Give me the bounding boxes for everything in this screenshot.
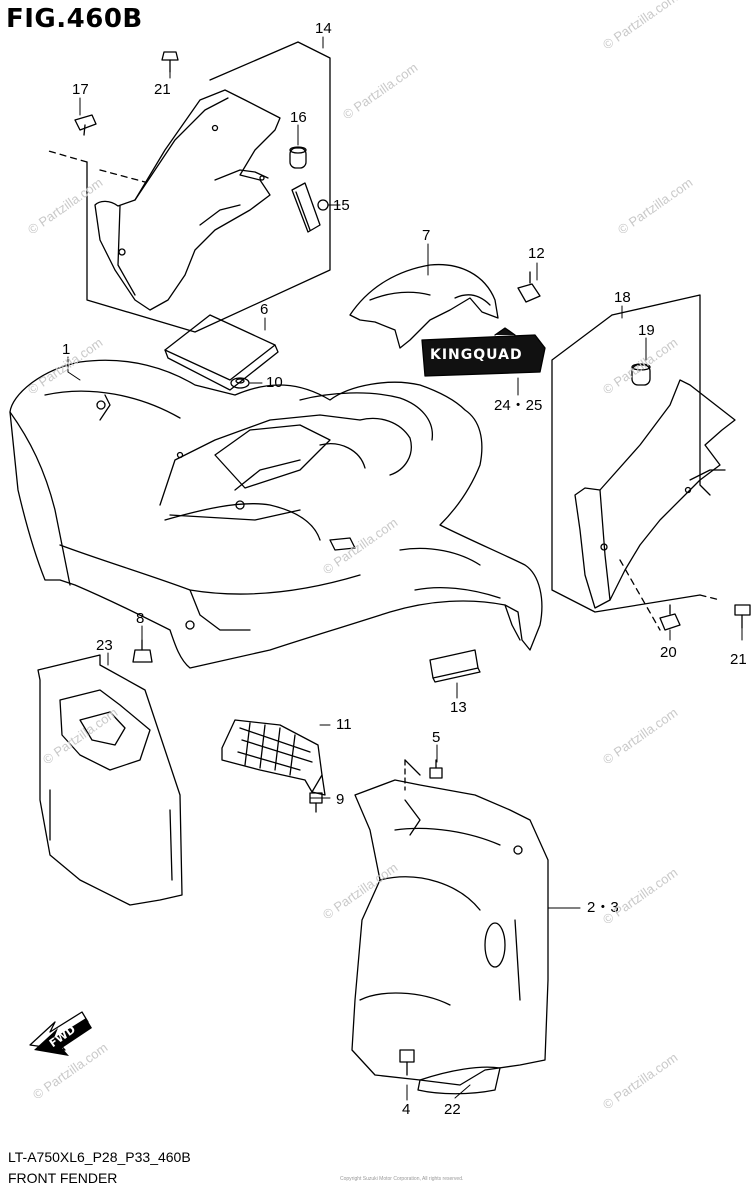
- part-4-bolt: [399, 1049, 415, 1076]
- panel-group-box-18: [551, 294, 721, 631]
- part-12-clip: [517, 271, 541, 303]
- callout-14[interactable]: 14: [315, 20, 332, 37]
- callout-1[interactable]: 1: [62, 341, 71, 358]
- callout-22[interactable]: 22: [444, 1101, 461, 1118]
- part-19-grommet: [631, 363, 651, 386]
- part-18-inner-panel-right: [574, 379, 736, 609]
- callout-8[interactable]: 8: [136, 610, 145, 627]
- copyright-note: Copyright Suzuki Motor Corporation, All …: [340, 1176, 464, 1182]
- part-11-grille: [221, 719, 326, 796]
- callout-20[interactable]: 20: [660, 644, 677, 661]
- part-14-inner-panel-left: [94, 89, 281, 311]
- callout-15[interactable]: 15: [333, 197, 350, 214]
- callout-18[interactable]: 18: [614, 289, 631, 306]
- part-9-screw: [309, 792, 323, 813]
- part-2-3-mud-flap: [351, 779, 549, 1086]
- part-23-mud-guard: [37, 654, 183, 906]
- part-13-pad: [429, 649, 481, 683]
- callout-2-3[interactable]: 2・3: [587, 899, 619, 916]
- callout-16[interactable]: 16: [290, 109, 307, 126]
- part-21-screw-top: [161, 51, 179, 73]
- fwd-arrow-shape: [29, 1011, 92, 1056]
- section-name: FRONT FENDER: [8, 1170, 118, 1186]
- model-code: LT-A750XL6_P28_P33_460B: [8, 1149, 191, 1165]
- part-17-clip: [74, 114, 97, 136]
- callout-7[interactable]: 7: [422, 227, 431, 244]
- part-15-washer: [317, 199, 329, 211]
- kingquad-logo-text: KINGQUAD: [430, 347, 523, 363]
- part-8-bolt: [132, 639, 153, 663]
- figure-title: FIG.460B: [6, 4, 143, 34]
- panel-group-box-14: [44, 41, 331, 333]
- callout-21-right[interactable]: 21: [730, 651, 747, 668]
- callout-17[interactable]: 17: [72, 81, 89, 98]
- part-16-grommet: [289, 146, 307, 169]
- part-7-cover: [349, 263, 499, 349]
- callout-23[interactable]: 23: [96, 637, 113, 654]
- callout-10[interactable]: 10: [266, 374, 283, 391]
- callout-21-top[interactable]: 21: [154, 81, 171, 98]
- callout-6[interactable]: 6: [260, 301, 269, 318]
- callout-24-25[interactable]: 24・25: [494, 397, 543, 414]
- callout-12[interactable]: 12: [528, 245, 545, 262]
- callout-13[interactable]: 13: [450, 699, 467, 716]
- part-20-clip: [659, 604, 681, 631]
- part-1-front-fender: [9, 359, 543, 669]
- part-5-screw: [404, 759, 443, 791]
- part-24-25-decal: [421, 327, 546, 377]
- callout-11[interactable]: 11: [336, 716, 352, 733]
- callout-5[interactable]: 5: [432, 729, 441, 746]
- callout-9[interactable]: 9: [336, 791, 345, 808]
- callout-19[interactable]: 19: [638, 322, 655, 339]
- leader-lines: [67, 36, 743, 1101]
- callout-4[interactable]: 4: [402, 1101, 411, 1118]
- part-22-strip: [417, 1066, 501, 1095]
- part-6-lid: [164, 314, 279, 391]
- part-10-grommet: [230, 377, 250, 389]
- part-15-strip: [291, 182, 321, 233]
- part-21-screw-right: [734, 604, 751, 629]
